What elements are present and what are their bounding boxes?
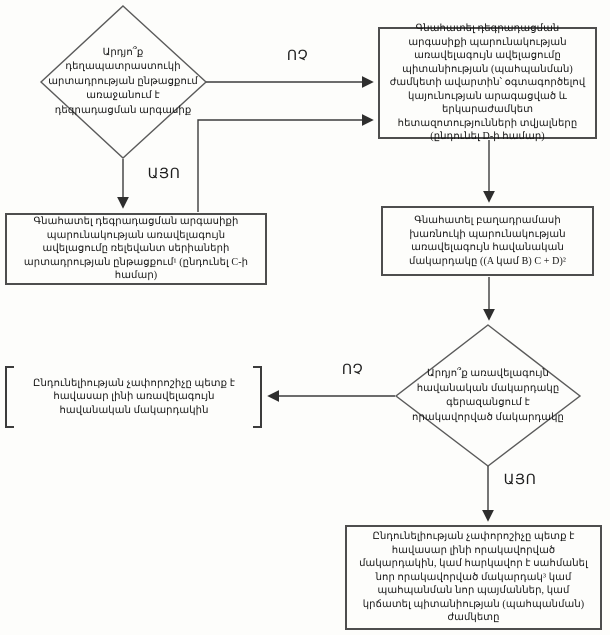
decision-exceeds: Արդյո՞ք առավելագույն հավանական մակարդակը… bbox=[409, 350, 567, 442]
box-manufacture-evaluation-c: Գնահատել դեգրադացման արգասիքի պարունակու… bbox=[5, 213, 267, 285]
bracket-right-glyph bbox=[253, 366, 262, 428]
decision-start-text: Արդյո՞ք դեղապատրաստուկի արտադրության ընթ… bbox=[48, 46, 198, 116]
box-b-text: Գնահատել բաղադրամասի խառնուկի պարունակու… bbox=[409, 215, 566, 267]
edge-label-no-1: ՈՉ bbox=[286, 49, 309, 64]
edge-label-yes-1: ԱՅՈ bbox=[147, 167, 181, 182]
decision-start-shape bbox=[39, 5, 208, 159]
box-final-acceptance: Ընդունելիության չափորոշիչը պետք է հավասա… bbox=[345, 525, 602, 630]
box-max-probable-level-b: Գնահատել բաղադրամասի խառնուկի պարունակու… bbox=[381, 206, 594, 276]
decision-exceeds-text: Արդյո՞ք առավելագույն հավանական մակարդակը… bbox=[412, 368, 564, 423]
box-shelf-life-evaluation-d: Գնահատել դեգրադացման արգասիքի պարունակու… bbox=[378, 23, 597, 142]
box-c-text: Գնահատել դեգրադացման արգասիքի պարունակու… bbox=[23, 216, 249, 282]
box-final-text: Ընդունելիության չափորոշիչը պետք է հավասա… bbox=[359, 531, 588, 624]
bracket-note: Ընդունելիության չափորոշիչը պետք է հավասա… bbox=[20, 370, 248, 424]
arrow-boxc-to-boxd bbox=[197, 114, 374, 212]
decision-start: Արդյո՞ք դեղապատրաստուկի արտադրության ընթ… bbox=[46, 24, 200, 140]
bracket-note-text: Ընդունելիության չափորոշիչը պետք է հավասա… bbox=[33, 377, 235, 416]
edge-label-no-2: ՈՉ bbox=[341, 363, 364, 378]
edge-label-yes-2: ԱՅՈ bbox=[503, 473, 537, 488]
box-d-text: Գնահատել դեգրադացման արգասիքի պարունակու… bbox=[389, 23, 586, 143]
bracket-left-glyph bbox=[5, 366, 14, 428]
